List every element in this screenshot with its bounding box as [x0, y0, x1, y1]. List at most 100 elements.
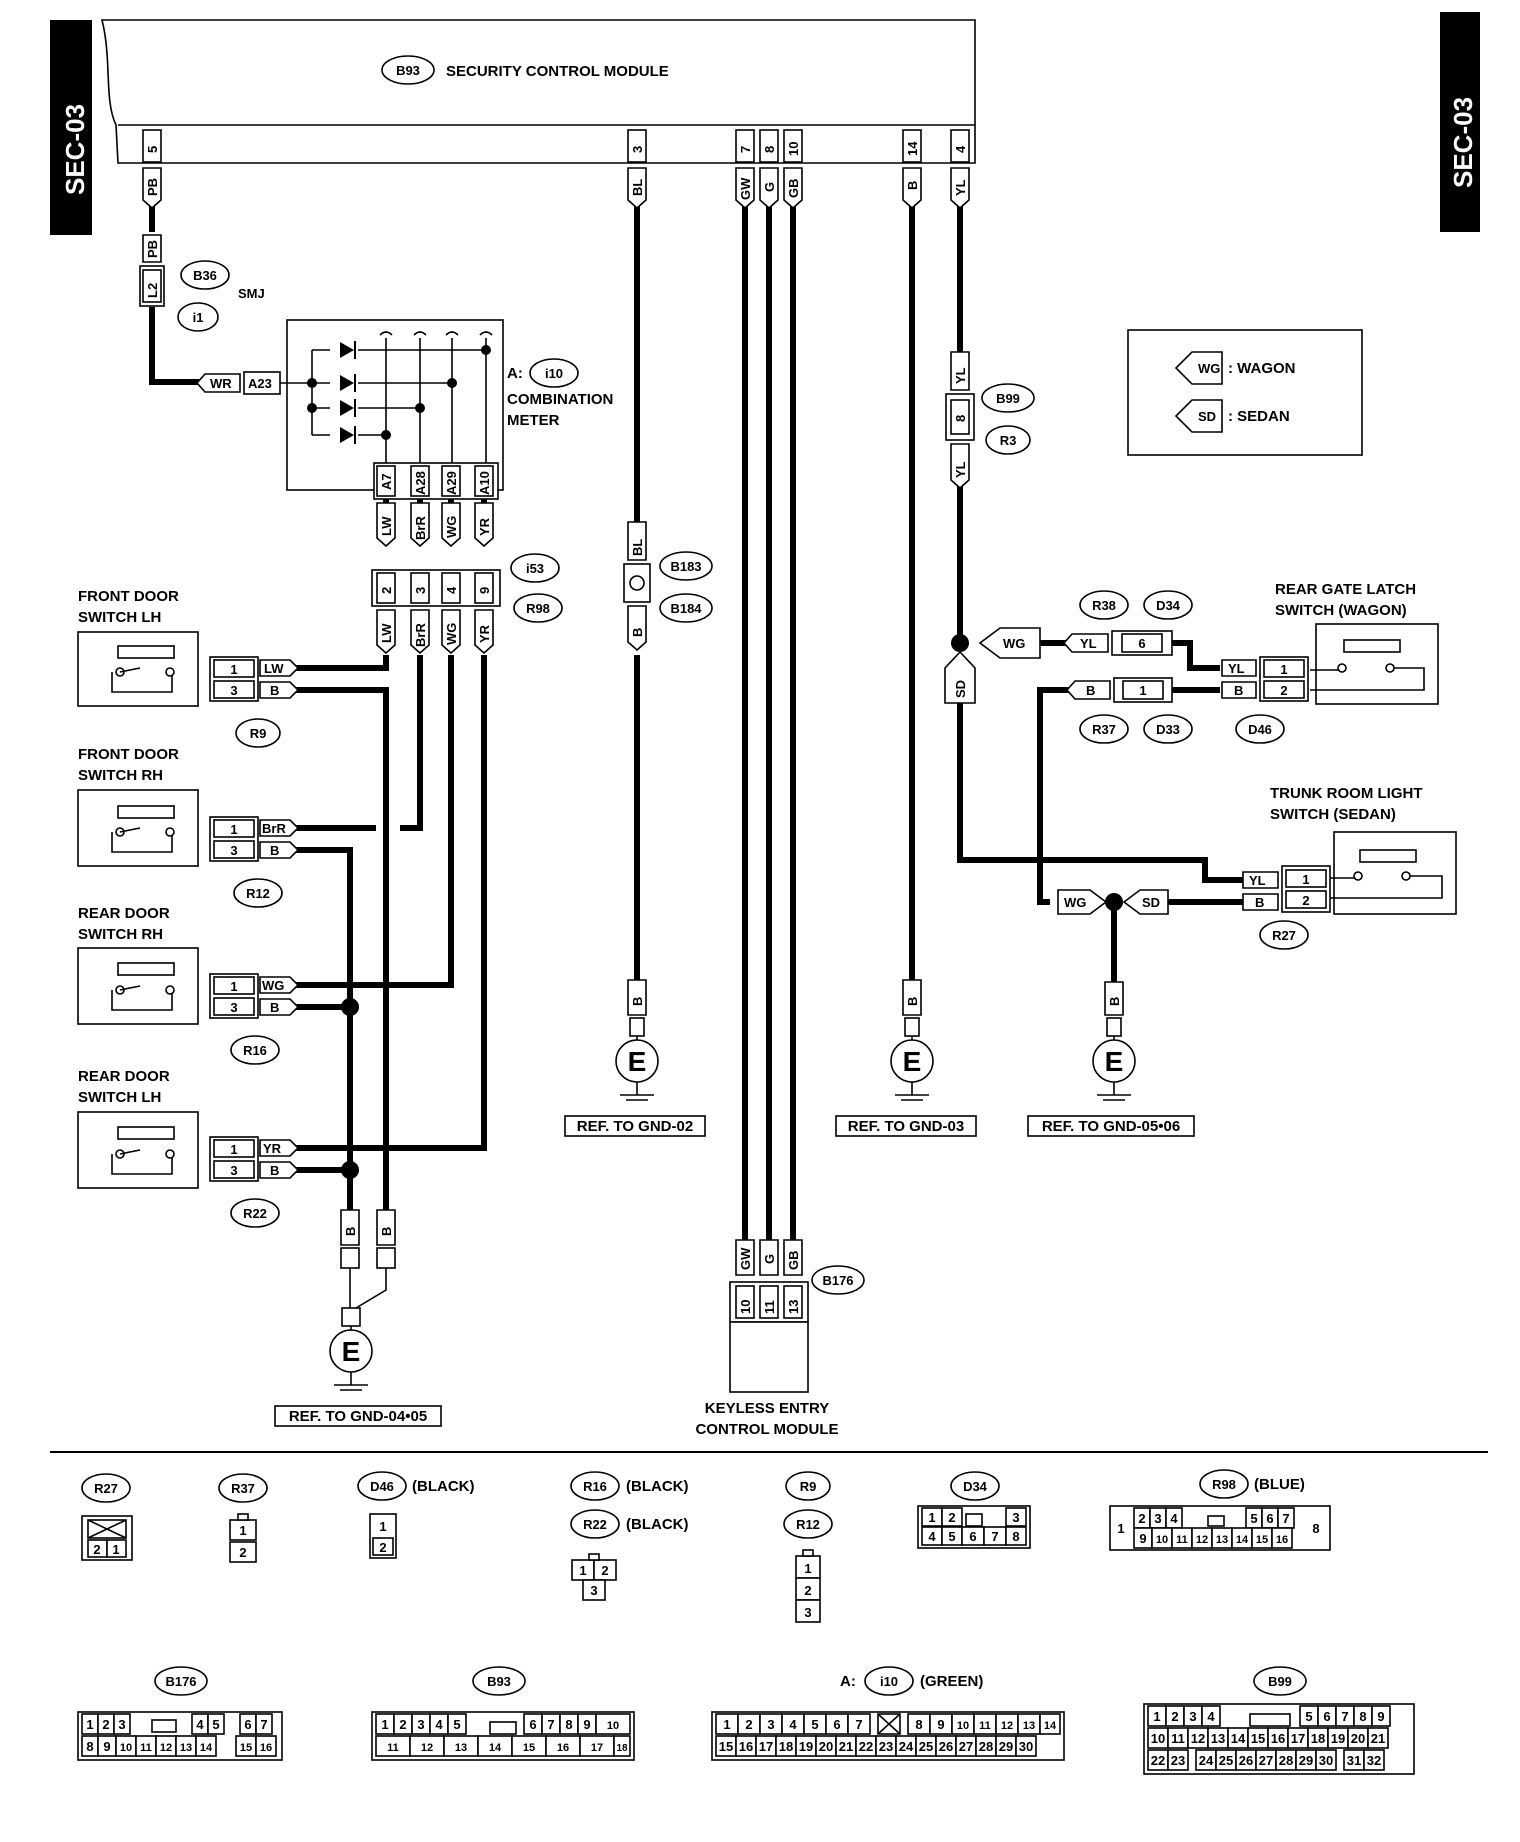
svg-text:8: 8 — [1359, 1709, 1366, 1724]
connector-face-r37: R37 1 2 — [218, 1473, 268, 1563]
svg-text:REF. TO GND-03: REF. TO GND-03 — [848, 1118, 964, 1135]
svg-text:11: 11 — [979, 1720, 991, 1732]
svg-text:24: 24 — [1199, 1753, 1214, 1768]
svg-text:1: 1 — [928, 1510, 935, 1525]
connector-i53: 2 3 4 9 i53 R98 LW BrR WG YR — [371, 553, 563, 655]
connector-face-d46: D46 (BLACK) 1 2 — [357, 1471, 474, 1559]
svg-text:2: 2 — [948, 1510, 955, 1525]
svg-text:25: 25 — [1219, 1753, 1233, 1768]
svg-text:B: B — [379, 1227, 394, 1236]
svg-text:2: 2 — [379, 1540, 386, 1555]
wire-tag-bl: BL — [627, 167, 647, 210]
connector-face-r98: R98 (BLUE) 1 2 3 4 5 6 7 9 10 11 12 13 1… — [1109, 1469, 1331, 1551]
svg-text:YL: YL — [1249, 873, 1266, 888]
svg-text:8: 8 — [1312, 1521, 1319, 1536]
svg-text:1: 1 — [112, 1542, 119, 1557]
svg-text:26: 26 — [939, 1739, 953, 1754]
svg-text:15: 15 — [240, 1742, 252, 1754]
svg-text:31: 31 — [1347, 1753, 1361, 1768]
svg-text:13: 13 — [786, 1300, 801, 1314]
svg-text:4: 4 — [928, 1529, 936, 1544]
connector-face-r16-r22: R16 (BLACK) R22 (BLACK) 1 2 3 — [570, 1471, 688, 1601]
svg-text:(BLACK): (BLACK) — [626, 1478, 688, 1495]
svg-text:BrR: BrR — [413, 623, 428, 647]
svg-text:REAR GATE LATCH: REAR GATE LATCH — [1275, 581, 1416, 598]
svg-text:YR: YR — [477, 517, 492, 536]
svg-text:15: 15 — [1251, 1731, 1265, 1746]
svg-text:REF. TO GND-05•06: REF. TO GND-05•06 — [1042, 1118, 1180, 1135]
svg-text:R98: R98 — [1212, 1477, 1236, 1492]
svg-text:13: 13 — [1216, 1534, 1228, 1546]
svg-text:i53: i53 — [526, 561, 544, 576]
svg-text:23: 23 — [1171, 1753, 1185, 1768]
svg-text:3: 3 — [1154, 1511, 1161, 1526]
svg-text:12: 12 — [421, 1742, 433, 1754]
svg-text:4: 4 — [444, 586, 459, 594]
svg-text:11: 11 — [762, 1300, 777, 1314]
wire-tag-g: G — [759, 167, 779, 210]
svg-text:B: B — [1086, 683, 1095, 698]
svg-text:3: 3 — [630, 146, 645, 153]
svg-text:KEYLESS ENTRY: KEYLESS ENTRY — [705, 1400, 829, 1417]
svg-text:11: 11 — [387, 1742, 399, 1754]
svg-text:A23: A23 — [248, 376, 272, 391]
svg-text:2: 2 — [239, 1545, 246, 1560]
wire-tag-b14: B — [902, 167, 922, 210]
svg-text:14: 14 — [1236, 1534, 1249, 1546]
svg-text:A29: A29 — [444, 471, 459, 495]
svg-text:9: 9 — [1139, 1531, 1146, 1546]
svg-text:LW: LW — [379, 516, 394, 536]
svg-text:16: 16 — [1276, 1534, 1288, 1546]
svg-text:SWITCH LH: SWITCH LH — [78, 1089, 161, 1106]
svg-text:B: B — [630, 997, 645, 1006]
rear-door-switch-lh: REAR DOOR SWITCH LH 1 3 YR B R22 — [77, 1068, 300, 1228]
page-tag-left: SEC-03 — [50, 20, 92, 235]
svg-text:16: 16 — [260, 1742, 272, 1754]
svg-text:1: 1 — [86, 1717, 93, 1732]
svg-text:11: 11 — [140, 1742, 152, 1754]
svg-text:12: 12 — [160, 1742, 172, 1754]
svg-text:6: 6 — [1323, 1709, 1330, 1724]
svg-text:14: 14 — [489, 1742, 502, 1754]
legend: WG : WAGON SD : SEDAN — [1127, 329, 1363, 456]
svg-text:1: 1 — [230, 822, 237, 837]
svg-text:E: E — [1105, 1046, 1124, 1077]
svg-text:E: E — [628, 1046, 647, 1077]
svg-text:9: 9 — [1377, 1709, 1384, 1724]
svg-text:SD: SD — [953, 680, 968, 698]
svg-text:30: 30 — [1019, 1739, 1033, 1754]
svg-text:B99: B99 — [996, 391, 1020, 406]
svg-text:SWITCH (WAGON): SWITCH (WAGON) — [1275, 602, 1407, 619]
branch-sd-arrow: SD — [944, 650, 976, 704]
svg-text:SD: SD — [1198, 409, 1216, 424]
svg-text:B: B — [1107, 997, 1122, 1006]
svg-text:B93: B93 — [487, 1674, 511, 1689]
svg-text:SEC-03: SEC-03 — [1448, 97, 1478, 188]
svg-text:YL: YL — [953, 179, 968, 196]
svg-text:10: 10 — [957, 1720, 969, 1732]
svg-text:B: B — [270, 843, 279, 858]
svg-text:B: B — [270, 683, 279, 698]
front-door-switch-lh: FRONT DOOR SWITCH LH 1 3 LW B R9 — [77, 588, 300, 748]
svg-text:5: 5 — [453, 1717, 460, 1732]
svg-text:R16: R16 — [243, 1043, 267, 1058]
svg-text:29: 29 — [999, 1739, 1013, 1754]
svg-text:5: 5 — [948, 1529, 955, 1544]
svg-text:1: 1 — [381, 1717, 388, 1732]
svg-text:13: 13 — [1023, 1720, 1035, 1732]
trunk-room-light-switch: TRUNK ROOM LIGHT SWITCH (SEDAN) YL B 1 2… — [1242, 785, 1457, 950]
wire-tag-yl: YL — [950, 167, 970, 210]
svg-text:TRUNK ROOM LIGHT: TRUNK ROOM LIGHT — [1270, 785, 1422, 802]
svg-text:3: 3 — [590, 1583, 597, 1598]
svg-text:7: 7 — [1341, 1709, 1348, 1724]
svg-text:B: B — [270, 1000, 279, 1015]
svg-text:12: 12 — [1196, 1534, 1208, 1546]
svg-text:R3: R3 — [1000, 433, 1017, 448]
svg-text:18: 18 — [616, 1743, 628, 1754]
svg-text:R98: R98 — [526, 601, 550, 616]
svg-text:27: 27 — [1259, 1753, 1273, 1768]
svg-text:3: 3 — [1189, 1709, 1196, 1724]
svg-text:i10: i10 — [545, 366, 563, 381]
svg-text:SWITCH RH: SWITCH RH — [78, 926, 163, 943]
